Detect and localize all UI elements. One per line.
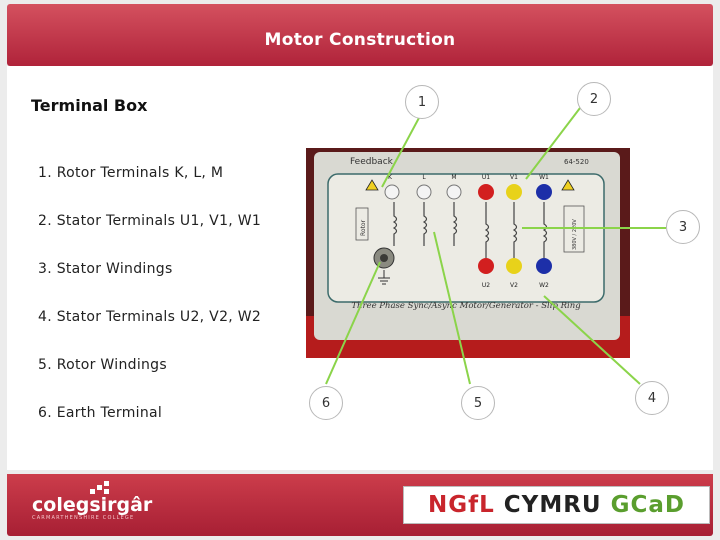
rotor-winding: [392, 202, 398, 246]
callout-6: 6: [309, 386, 343, 420]
rotor-winding: [422, 202, 428, 246]
list-item: 3. Stator Windings: [38, 261, 173, 277]
college-logo: colegsirgâr: [32, 494, 153, 516]
cymru-logo: CYMRU: [503, 492, 602, 518]
rotor-terminal-l: [416, 184, 432, 200]
terminal-label: V2: [510, 282, 518, 289]
earth-terminal-center: [380, 254, 388, 262]
rotor-side-box: [355, 207, 369, 241]
list-item: 5. Rotor Windings: [38, 357, 167, 373]
callout-3: 3: [666, 210, 700, 244]
callout-line-6: [325, 261, 381, 385]
callout-line-1: [381, 115, 421, 188]
terminal-box-photo: Feedback 64-520 K L M U1 V1 W1 Rotor 380…: [306, 148, 630, 358]
callout-4: 4: [635, 381, 669, 415]
callout-line-2: [525, 107, 581, 180]
brand-label: Feedback: [350, 157, 394, 167]
rotor-winding: [452, 202, 458, 246]
terminal-label: V1: [510, 174, 518, 181]
terminal-label: U1: [482, 174, 490, 181]
rotor-terminal-m: [446, 184, 462, 200]
college-logo-icon: [90, 481, 109, 494]
warning-icon: [561, 179, 575, 191]
voltage-side-label: 380V / 220V: [572, 219, 578, 250]
terminal-label: U2: [482, 282, 490, 289]
warning-icon: [365, 179, 379, 191]
stator-terminal-w1: [536, 184, 552, 200]
list-item: 4. Stator Terminals U2, V2, W2: [38, 309, 262, 325]
partner-logo-text: NGfL CYMRU GCaD: [404, 492, 709, 518]
list-item: 1. Rotor Terminals K, L, M: [38, 165, 224, 181]
callout-5: 5: [461, 386, 495, 420]
section-title: Terminal Box: [31, 96, 148, 115]
stator-terminal-v2: [506, 258, 522, 274]
terminal-label: L: [422, 174, 426, 181]
ngfl-logo: NGfL: [427, 492, 495, 518]
stator-winding: [542, 202, 548, 258]
terminal-panel: [327, 173, 605, 303]
callout-2: 2: [577, 82, 611, 116]
callout-1: 1: [405, 85, 439, 119]
stator-terminal-v1: [506, 184, 522, 200]
gcad-logo: GCaD: [610, 492, 685, 518]
rotor-side-label: Rotor: [360, 219, 367, 236]
terminal-label: W2: [539, 282, 549, 289]
model-label: 64-520: [564, 158, 589, 166]
terminal-label: K: [388, 174, 393, 181]
device-caption: Three Phase Sync/Async Motor/Generator -…: [351, 301, 581, 311]
stator-terminal-u2: [478, 258, 494, 274]
list-item: 6. Earth Terminal: [38, 405, 163, 421]
page-title: Motor Construction: [264, 30, 456, 50]
earth-symbol-icon: [378, 270, 390, 285]
terminal-label: W1: [539, 174, 549, 181]
header-bar: Motor Construction: [7, 4, 713, 66]
stator-terminal-u1: [478, 184, 494, 200]
list-item: 2. Stator Terminals U1, V1, W1: [38, 213, 262, 229]
terminal-label: M: [451, 174, 456, 181]
college-logo-subtitle: CARMARTHENSHIRE COLLEGE: [32, 515, 135, 521]
stator-winding: [512, 202, 518, 258]
stator-terminal-w2: [536, 258, 552, 274]
rotor-terminal-k: [384, 184, 400, 200]
stator-winding: [484, 202, 490, 258]
callout-line-5: [433, 231, 471, 385]
callout-line-4: [543, 295, 641, 385]
partner-logos: NGfL CYMRU GCaD: [403, 486, 710, 524]
